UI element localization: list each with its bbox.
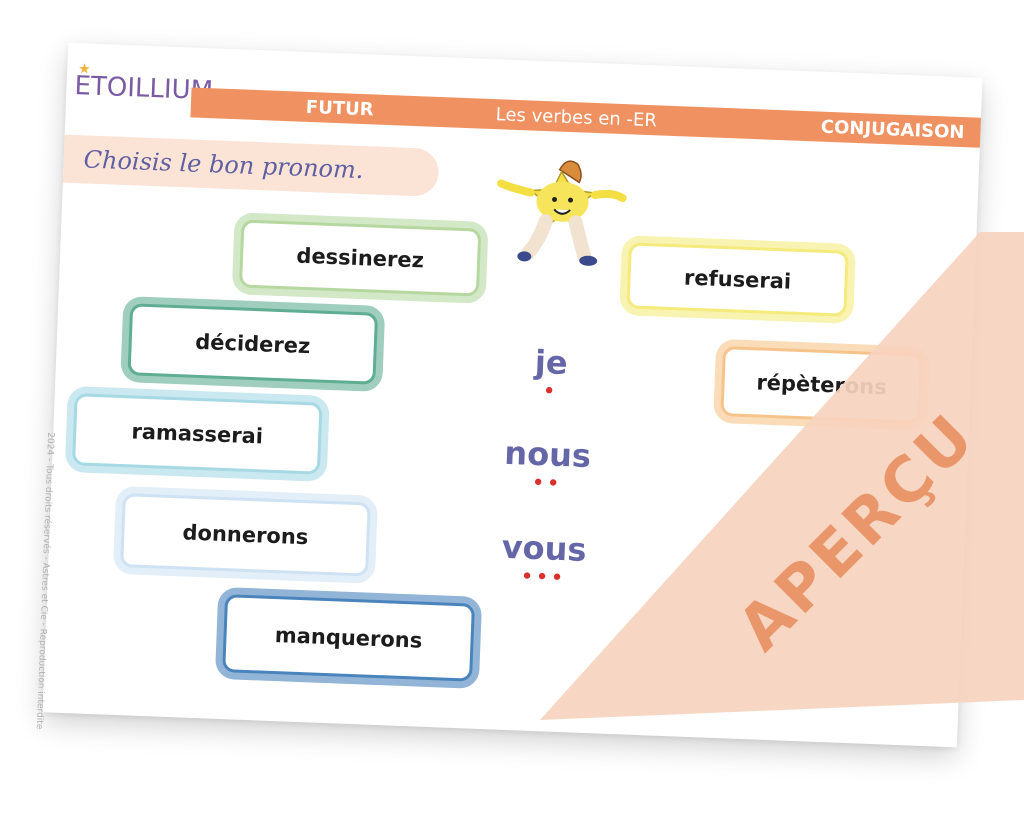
pronoun-vous[interactable]: vous bbox=[501, 527, 588, 569]
star-mascot-illustration bbox=[497, 160, 627, 266]
pronoun-nous[interactable]: nous bbox=[503, 433, 592, 476]
pronoun-dots: • bbox=[542, 379, 559, 405]
right-card-column: refuserai répèterons bbox=[68, 43, 982, 424]
left-card-column: dessinerez déciderez ramasserai donnerons ma… bbox=[68, 43, 982, 682]
card-word: refuserai bbox=[683, 265, 792, 294]
verb-card-left-4[interactable]: manquerons bbox=[222, 594, 475, 682]
pronoun-dots: •• bbox=[531, 470, 563, 497]
header-banner: FUTUR Les verbes en -ER CONJUGAISON bbox=[190, 87, 981, 148]
card-word: déciderez bbox=[194, 329, 311, 359]
worksheet: ★ ETOILLIUM FUTUR Les verbes en -ER CONJ… bbox=[34, 42, 983, 748]
verb-card-right-0[interactable]: refuserai bbox=[626, 242, 849, 317]
card-word: ramasserai bbox=[131, 419, 264, 449]
instruction-banner: Choisis le bon pronom. bbox=[62, 134, 440, 197]
subject-label: CONJUGAISON bbox=[820, 116, 965, 143]
verb-card-left-2[interactable]: ramasserai bbox=[71, 393, 323, 475]
verb-card-left-1[interactable]: déciderez bbox=[127, 303, 379, 385]
card-word: donnerons bbox=[182, 520, 309, 550]
topic-label: Les verbes en -ER bbox=[495, 103, 658, 131]
verb-card-left-3[interactable]: donnerons bbox=[120, 493, 371, 577]
verb-card-left-0[interactable]: dessinerez bbox=[238, 219, 482, 297]
copyright-notice: 2024 - Tous droits réservés - Astres et … bbox=[33, 432, 56, 730]
pronoun-dots: ••• bbox=[520, 564, 566, 592]
pronoun-column: je• nous•• vous••• bbox=[68, 43, 982, 591]
card-word: manquerons bbox=[274, 623, 423, 653]
star-icon: ★ bbox=[77, 61, 92, 78]
verb-card-right-1[interactable]: répèterons bbox=[720, 346, 923, 424]
card-word: répèterons bbox=[756, 370, 888, 400]
pronoun-je[interactable]: je bbox=[534, 342, 569, 383]
card-word: dessinerez bbox=[295, 243, 425, 273]
tense-label: FUTUR bbox=[305, 96, 374, 120]
